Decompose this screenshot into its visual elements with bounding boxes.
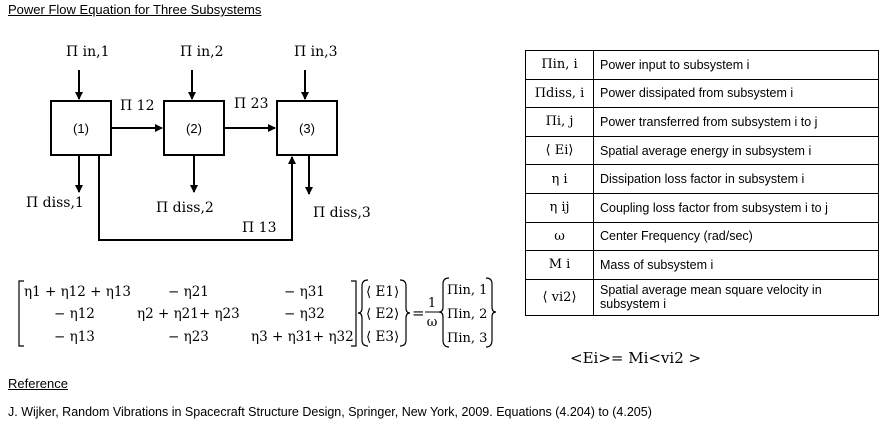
transfer-arrow-13	[98, 155, 296, 241]
symbol-cell: η i	[525, 164, 594, 194]
symbol-cell: ⟨ vi2⟩	[525, 278, 594, 316]
energy-3: ⟨ E3⟩	[366, 329, 399, 345]
matrix-cell-11: η1 + η12 + η13	[24, 284, 131, 300]
reference-heading: Reference	[8, 376, 68, 391]
description-cell: Power dissipated from subsystem i	[593, 78, 879, 109]
description-cell: Dissipation loss factor in subsystem i	[593, 164, 879, 194]
node-label-3: (3)	[299, 121, 315, 136]
matrix-bracket-left	[18, 280, 24, 347]
description-cell: Coupling loss factor from subsystem i to…	[593, 192, 879, 223]
transfer-label-13: Π 13	[242, 220, 276, 236]
description-cell: Power transferred from subsystem i to j	[593, 107, 879, 137]
matrix-cell-31: − η13	[54, 329, 95, 345]
description-cell: Power input to subsystem i	[593, 50, 879, 80]
page-title: Power Flow Equation for Three Subsystems	[8, 2, 262, 17]
description-cell: Center Frequency (rad/sec)	[593, 221, 879, 252]
energy-brace-left	[357, 279, 369, 347]
input-brace-right	[485, 277, 497, 348]
matrix-cell-13: − η31	[284, 284, 325, 300]
description-cell: Spatial average mean square velocity in …	[593, 278, 879, 316]
fraction-numerator: 1	[428, 296, 436, 311]
node-label-1: (1)	[73, 121, 89, 136]
symbol-cell: Πdiss, i	[525, 78, 594, 109]
symbol-cell: M i	[525, 250, 594, 280]
matrix-cell-22: η2 + η21+ η23	[137, 306, 240, 322]
fraction-denominator: ω	[427, 315, 438, 330]
symbol-cell: Πi, j	[525, 107, 594, 137]
input-vector-3: Πin, 3	[447, 331, 487, 346]
subsystem-3-box	[276, 100, 338, 156]
description-cell: Spatial average energy in subsystem i	[593, 135, 879, 166]
matrix-bracket-right	[351, 280, 357, 347]
diss-label-1: Π diss,1	[26, 195, 84, 211]
diss-label-2: Π diss,2	[156, 200, 214, 216]
description-cell: Mass of subsystem i	[593, 250, 879, 280]
node-label-2: (2)	[186, 121, 202, 136]
symbol-cell: η ij	[525, 192, 594, 223]
matrix-cell-21: − η12	[54, 306, 95, 322]
input-label-1: Π in,1	[66, 44, 110, 60]
transfer-label-23: Π 23	[234, 96, 268, 112]
equals-sign: =	[412, 304, 425, 322]
table-row: ⟨ vi2⟩Spatial average mean square veloci…	[525, 278, 879, 316]
matrix-cell-23: − η32	[284, 306, 325, 322]
input-vector-1: Πin, 1	[447, 283, 487, 298]
reference-citation: J. Wijker, Random Vibrations in Spacecra…	[8, 405, 652, 419]
input-brace-left	[438, 277, 450, 348]
energy-mass-relation: <Ei>= Mi<vi2 >	[570, 349, 702, 367]
input-vector-2: Πin, 2	[447, 307, 487, 322]
symbol-cell: ω	[525, 221, 594, 252]
energy-1: ⟨ E1⟩	[366, 284, 399, 300]
table-row: ⟨ Ei⟩Spatial average energy in subsystem…	[525, 135, 879, 166]
transfer-label-12: Π 12	[120, 98, 154, 114]
energy-2: ⟨ E2⟩	[366, 306, 399, 322]
energy-brace-right	[399, 279, 411, 347]
matrix-cell-32: − η23	[168, 329, 209, 345]
matrix-cell-12: − η21	[168, 284, 209, 300]
input-label-2: Π in,2	[180, 44, 224, 60]
symbol-cell: ⟨ Ei⟩	[525, 135, 594, 166]
diss-label-3: Π diss,3	[313, 205, 371, 221]
symbol-cell: Πin, i	[525, 50, 594, 80]
input-label-3: Π in,3	[294, 44, 338, 60]
matrix-cell-33: η3 + η31+ η32	[251, 329, 354, 345]
